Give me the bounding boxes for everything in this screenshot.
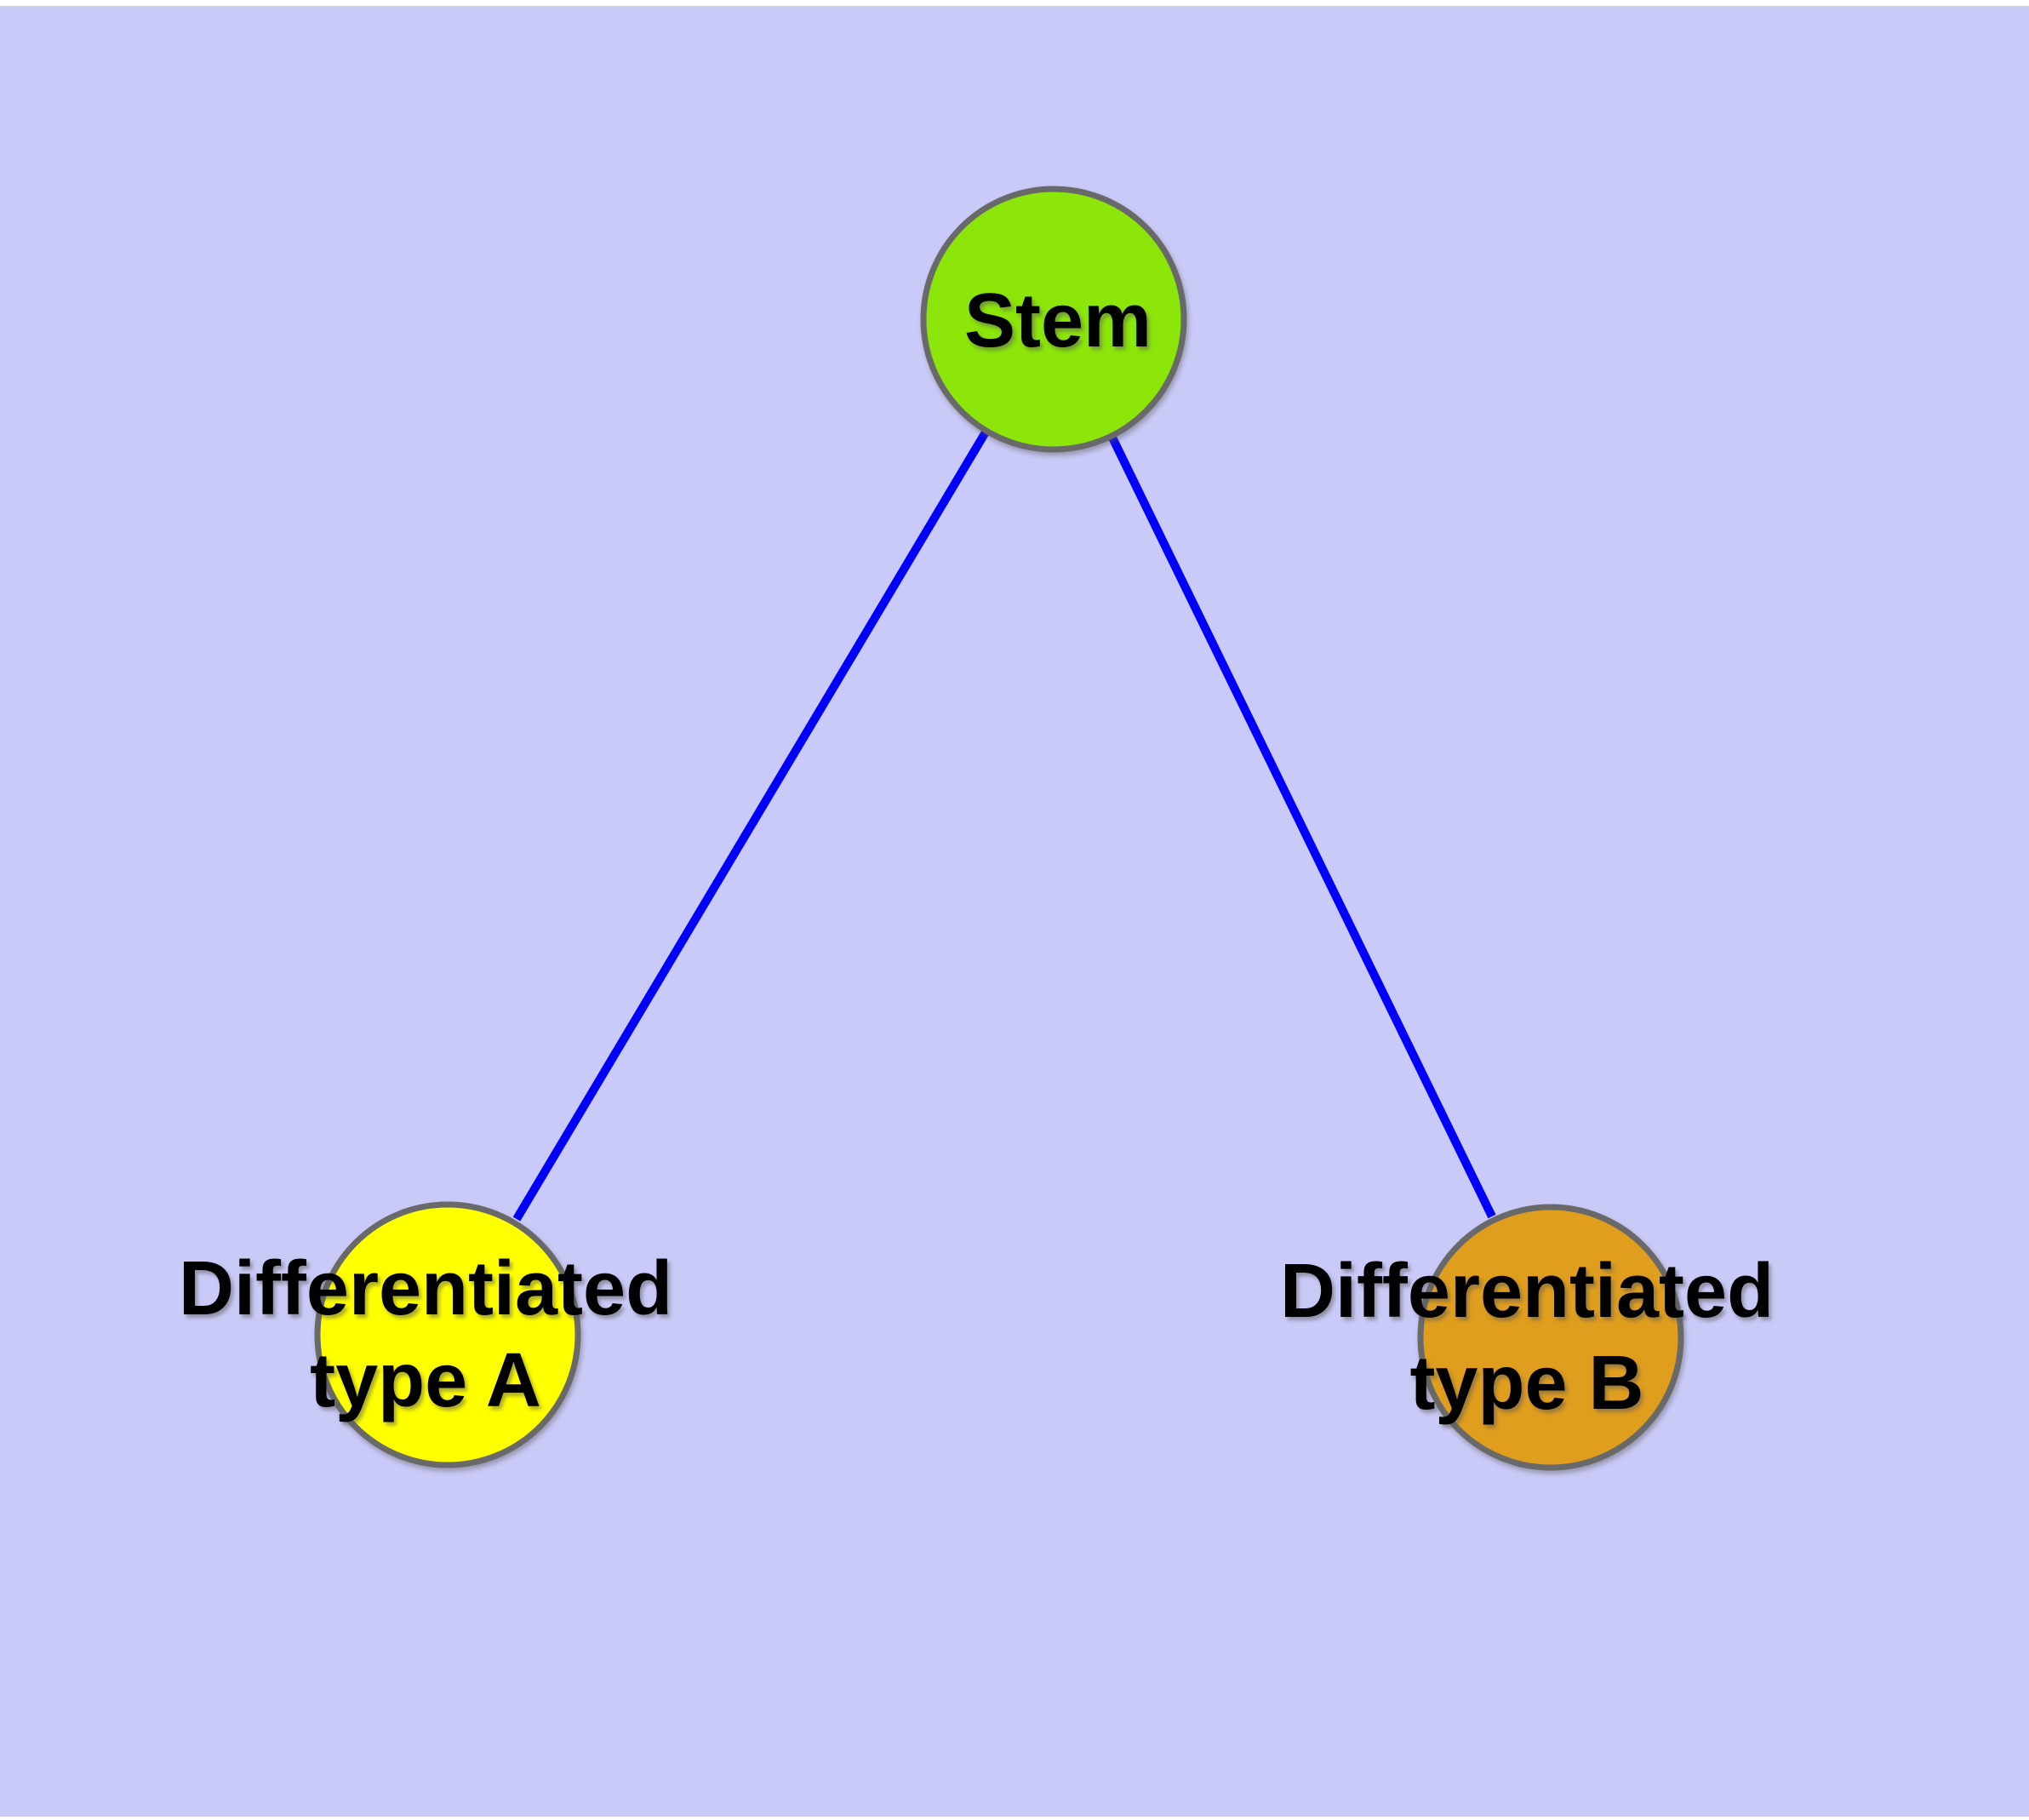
node-stem[interactable] xyxy=(920,186,1187,453)
node-differentiated-type-a[interactable] xyxy=(314,1201,581,1468)
node-differentiated-type-b[interactable] xyxy=(1417,1204,1684,1471)
edge-stem-to-type-a[interactable] xyxy=(512,428,991,1222)
graph-canvas: Stem Differentiated type A Differentiate… xyxy=(0,6,2029,1817)
edge-stem-to-type-b[interactable] xyxy=(1107,433,1496,1219)
